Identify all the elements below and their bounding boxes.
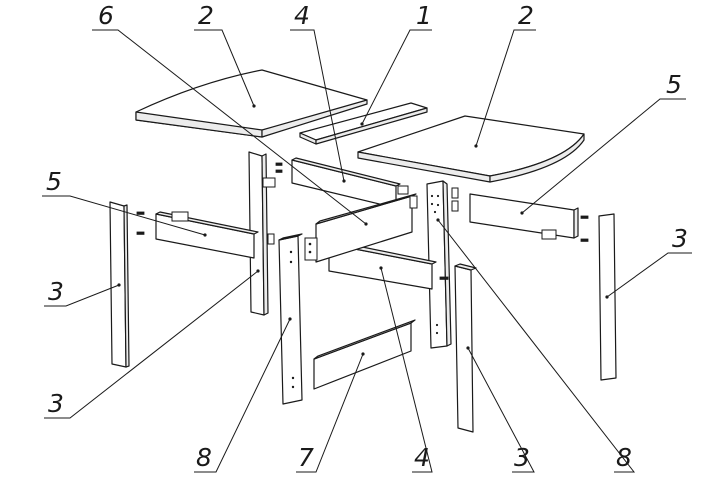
- leg-far-left: [109, 201, 130, 368]
- callout-labels: 6 2 4 1 2 5 5 3 3 3 8 7 4 3 8: [46, 1, 688, 472]
- callout-8-left: 8: [196, 443, 212, 472]
- callout-5-right: 5: [666, 70, 682, 99]
- callout-5-left: 5: [46, 167, 62, 196]
- leg-center-left: [248, 151, 283, 316]
- rail-7: [313, 319, 416, 390]
- callout-2-right: 2: [518, 1, 534, 30]
- panel-8-right: [426, 180, 459, 349]
- callout-7: 7: [298, 443, 314, 472]
- rail-4-back: [291, 157, 409, 209]
- callout-6-top: 6: [98, 1, 114, 30]
- rail-5-right: [469, 193, 579, 240]
- rail-5-left: [136, 211, 259, 259]
- callout-2-left: 2: [198, 1, 214, 30]
- callout-4-bottom: 4: [414, 443, 430, 472]
- leg-far-right: [580, 213, 617, 381]
- callout-8-right: 8: [616, 443, 632, 472]
- panel-8-left: [267, 233, 303, 405]
- center-strip: [299, 102, 428, 145]
- callout-3-right: 3: [672, 224, 688, 253]
- center-rail-6: [304, 193, 418, 263]
- callout-3-left: 3: [48, 277, 64, 306]
- callout-1: 1: [416, 1, 432, 30]
- callout-3-lower-left: 3: [48, 389, 64, 418]
- tabletop-right: [357, 115, 585, 183]
- tabletop-left: [135, 69, 368, 138]
- leg-center-right: [454, 263, 477, 433]
- leader-lines: [42, 29, 692, 473]
- callout-4-top: 4: [294, 1, 310, 30]
- callout-3-bottom: 3: [514, 443, 530, 472]
